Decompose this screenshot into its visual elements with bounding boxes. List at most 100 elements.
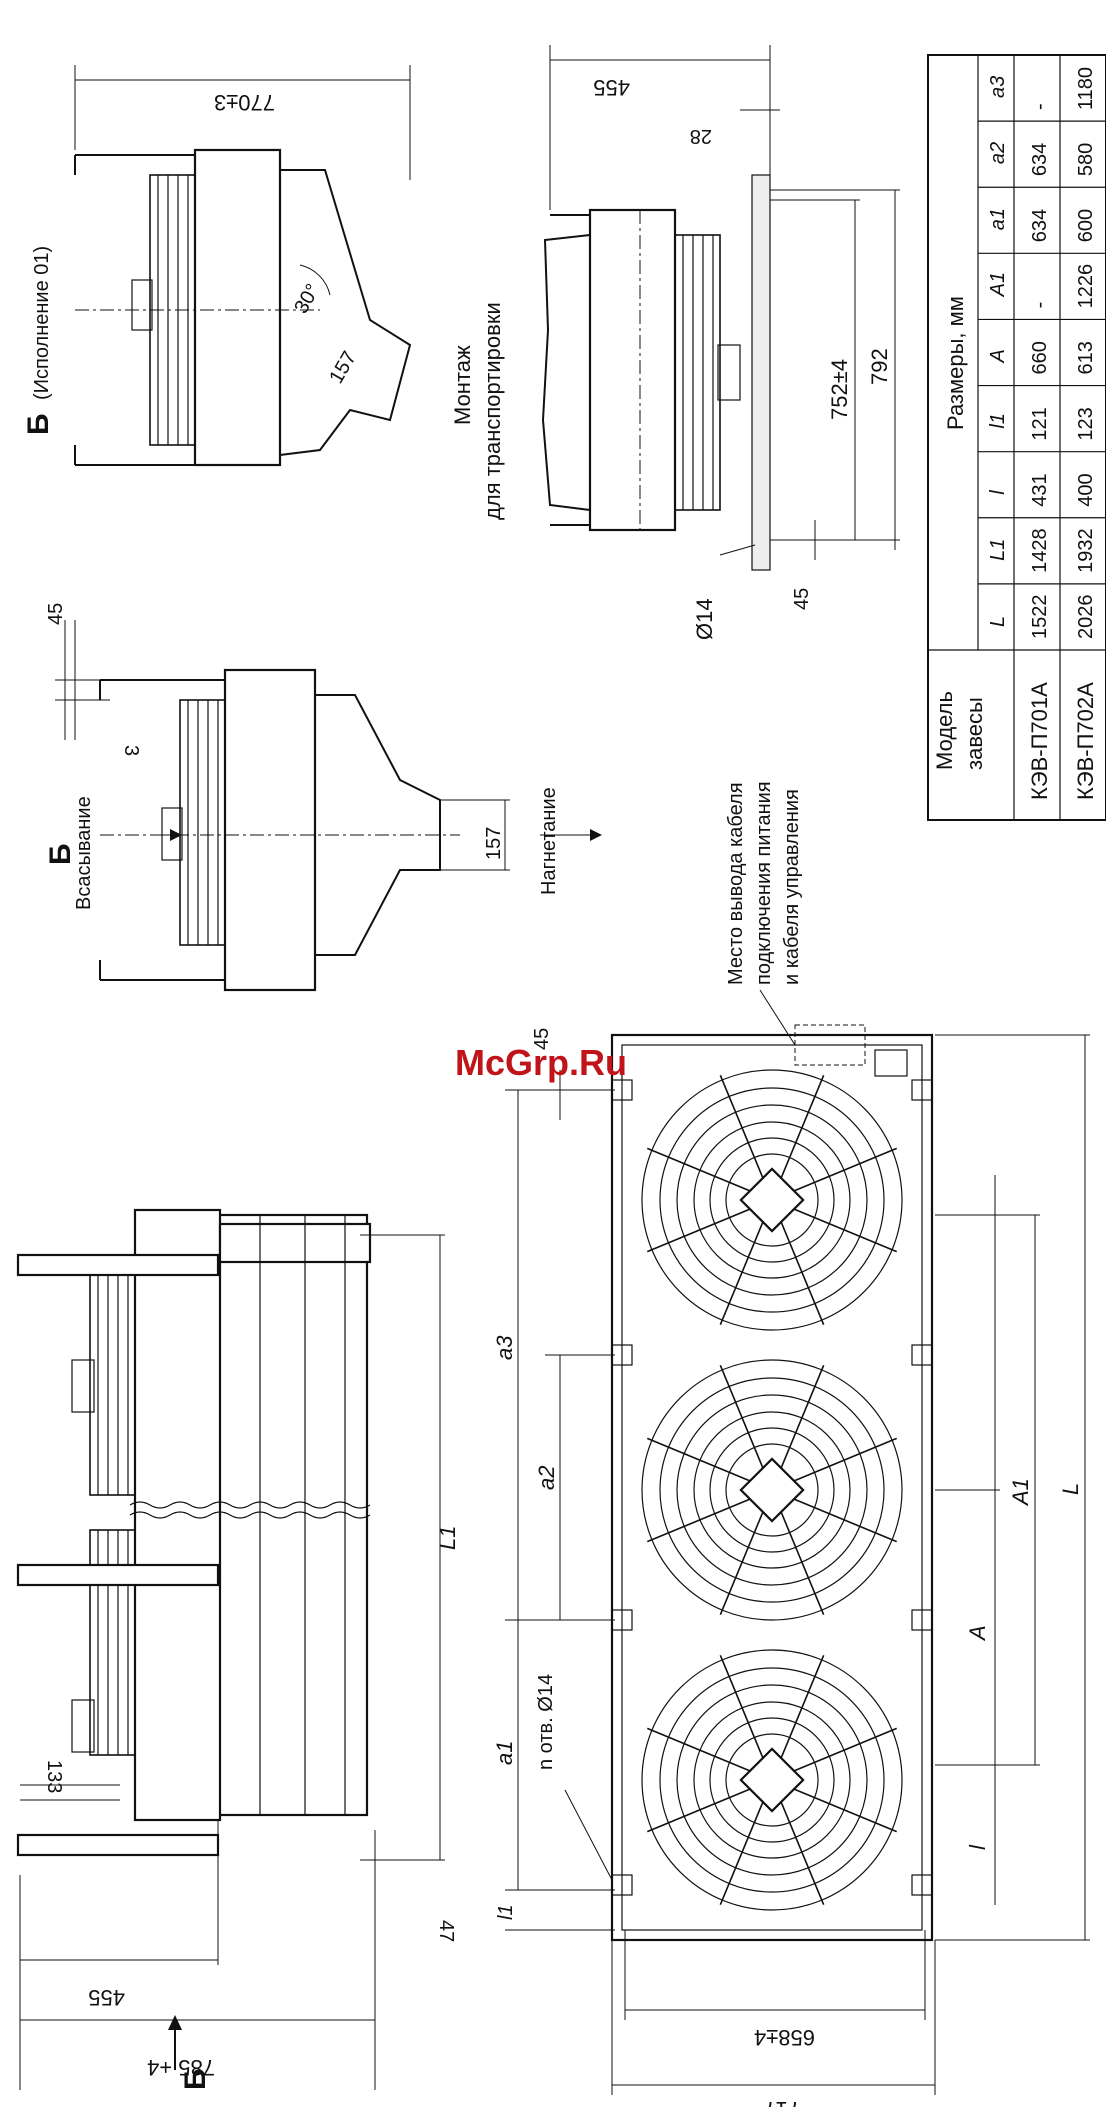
section-b-view: Б Всасывание Нагнетание 45 3 157	[44, 603, 602, 992]
table-row-2-model: КЭВ-П702А	[1073, 682, 1098, 800]
table-cell: 431	[1029, 473, 1051, 506]
hole-t-text: Ø14	[692, 598, 717, 640]
dim-752-text: 752±4	[827, 359, 852, 420]
table-row-1-model: КЭВ-П701А	[1027, 682, 1052, 800]
transport-casing	[588, 208, 677, 532]
table-cell: 634	[1029, 143, 1051, 176]
table-col-header: a1	[987, 208, 1009, 230]
table-cell: 1428	[1029, 528, 1051, 573]
dim-a2-text: a2	[534, 1466, 559, 1490]
cable-note-2: подключения питания	[753, 781, 775, 985]
table-cell: -	[1029, 103, 1051, 110]
holes-text: n отв. Ø14	[535, 1674, 557, 1770]
section-b01-note: (Исполнение 01)	[31, 246, 53, 400]
fan-grille-2	[641, 1359, 903, 1621]
dim-717-text: 717	[763, 2097, 800, 2107]
section-b-casing	[223, 668, 317, 992]
table-cell: 400	[1075, 473, 1097, 506]
suction-label: Всасывание	[73, 796, 95, 910]
front-view: 785 +4 455 133 L1 47 Б	[16, 1208, 460, 2090]
table-col-header: A1	[987, 272, 1009, 297]
plan-view: Место вывода кабеля подключения питания …	[492, 781, 1090, 2107]
table-col-header: a3	[987, 76, 1009, 98]
dim-l1-plan-text: l1	[495, 1904, 517, 1920]
table-cell: 634	[1029, 209, 1051, 242]
section-b01-nozzle	[279, 169, 412, 456]
watermark: McGrp.Ru	[455, 1042, 627, 1083]
dim-a1-text: a1	[492, 1741, 517, 1765]
dim-45-plan-text: 45	[531, 1028, 553, 1050]
fan-grille-3	[641, 1649, 903, 1911]
cable-note-1: Место вывода кабеля	[725, 782, 747, 985]
fan-grille-1	[641, 1069, 903, 1331]
table-group-header: Размеры, мм	[943, 296, 968, 430]
section-b01-view: 770±3 157 30° Б (Исполнение 01)	[22, 65, 412, 467]
table-model-header-2: завесы	[962, 697, 987, 770]
table-col-header: L	[987, 616, 1009, 627]
front-grille-upper	[71, 1274, 136, 1496]
table-cell: 123	[1075, 407, 1097, 440]
plan-fans	[641, 1069, 903, 1911]
dim-3-b-text: 3	[120, 745, 142, 756]
dim-792-text: 792	[867, 348, 892, 385]
dim-A1-text: A1	[1008, 1478, 1033, 1507]
dim-133-text: 133	[43, 1760, 65, 1793]
table-cell: 580	[1075, 143, 1097, 176]
table-cell: 600	[1075, 209, 1097, 242]
front-housing-top	[218, 1222, 372, 1264]
table-col-header: A	[987, 349, 1009, 363]
dim-785-text: 785 +4	[147, 2055, 215, 2080]
dim-a3-text: a3	[492, 1335, 517, 1360]
discharge-label: Нагнетание	[538, 787, 560, 895]
table-cell: -	[1029, 302, 1051, 309]
cable-note-3: и кабеля управления	[781, 789, 803, 985]
dim-45-t-text: 45	[791, 588, 813, 610]
dim-28-text: 28	[690, 125, 712, 147]
transport-pallet	[751, 174, 771, 571]
transport-title-2: для транспортировки	[480, 302, 505, 520]
bracket-3	[16, 1833, 220, 1857]
angle-text: 30°	[290, 280, 324, 317]
table-cell: 613	[1075, 341, 1097, 374]
table-cell: 1932	[1075, 528, 1097, 573]
section-b-nozzle	[315, 694, 441, 956]
dim-l-text: l	[965, 1844, 990, 1850]
table-cell: 2026	[1075, 594, 1097, 639]
dim-770-text: 770±3	[214, 90, 275, 115]
transport-title-1: Монтаж	[450, 345, 475, 425]
view-marker-b: Б	[179, 2068, 212, 2090]
table-cell: 1522	[1029, 594, 1051, 639]
bracket-2	[16, 1563, 220, 1587]
table-col-header: l1	[987, 413, 1009, 429]
section-b01-label: Б	[22, 413, 55, 435]
table-col-header: L1	[987, 539, 1009, 561]
front-top-cap	[133, 1208, 222, 1822]
dim-A-text: A	[965, 1625, 990, 1642]
bracket-1	[16, 1253, 220, 1277]
transport-view: 455 28 752±4 792 45 Ø14 Монтаж для транс…	[450, 45, 900, 640]
table-model-header-1: Модель	[932, 691, 957, 770]
dim-45-b-text: 45	[45, 603, 67, 625]
table-border	[927, 54, 1106, 821]
section-b01-casing	[193, 148, 282, 467]
front-casing	[215, 1213, 369, 1817]
table-cell: 1226	[1075, 264, 1097, 309]
dim-157-b-text: 157	[483, 827, 505, 860]
table-col-header: a2	[987, 142, 1009, 164]
section-b-label: Б	[44, 843, 77, 865]
dim-455-text: 455	[88, 1985, 125, 2010]
transport-nozzle	[541, 234, 591, 511]
table-cell: 121	[1029, 407, 1051, 440]
front-grille-lower	[71, 1529, 136, 1756]
table-cell: 1180	[1075, 67, 1097, 110]
dim-658-text: 658±4	[754, 2025, 815, 2050]
dim-455-t-text: 455	[593, 75, 630, 100]
dim-47-text: 47	[435, 1920, 457, 1942]
table-cell: 660	[1029, 341, 1051, 374]
dim-L-text: L	[1058, 1483, 1083, 1495]
dim-157-b01-text: 157	[325, 348, 361, 388]
dim-L1-text: L1	[435, 1526, 460, 1550]
